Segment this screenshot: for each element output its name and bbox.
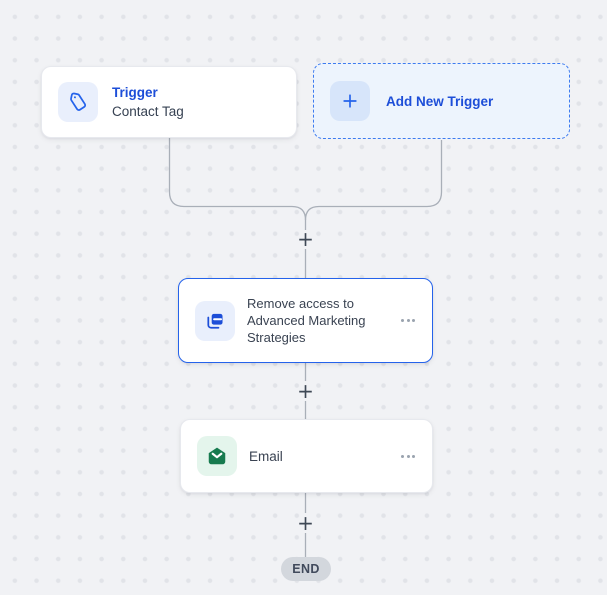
connector-add-trigger-merge (304, 140, 443, 221)
tag-icon (58, 82, 98, 122)
action-node-label: Remove access to Advanced Marketing Stra… (247, 296, 366, 345)
ellipsis-menu-icon (401, 319, 404, 322)
add-new-trigger-button[interactable]: Add New Trigger (313, 63, 570, 139)
end-node: END (281, 557, 331, 581)
add-new-trigger-label: Add New Trigger (386, 93, 494, 109)
add-step-button[interactable]: + (294, 227, 317, 250)
ellipsis-menu-icon (412, 319, 415, 322)
email-node[interactable]: Email (180, 419, 433, 493)
ellipsis-menu-icon (406, 454, 410, 458)
ellipsis-menu-icon (412, 454, 415, 458)
plus-icon (330, 81, 370, 121)
trigger-title: Trigger (112, 84, 158, 100)
ellipsis-menu-icon (406, 319, 410, 322)
email-node-menu-button[interactable] (396, 446, 420, 466)
connector-trigger-merge (168, 138, 307, 230)
add-step-button[interactable]: + (294, 511, 317, 534)
action-node-menu-button[interactable] (396, 311, 420, 331)
remove-access-icon (195, 300, 235, 341)
action-node-remove-access[interactable]: Remove access to Advanced Marketing Stra… (178, 278, 433, 363)
trigger-node[interactable]: Trigger Contact Tag (41, 66, 297, 138)
email-node-label: Email (249, 448, 283, 464)
trigger-subtitle: Contact Tag (112, 103, 184, 119)
ellipsis-menu-icon (401, 454, 404, 458)
add-step-button[interactable]: + (294, 379, 317, 402)
email-icon (197, 436, 237, 476)
